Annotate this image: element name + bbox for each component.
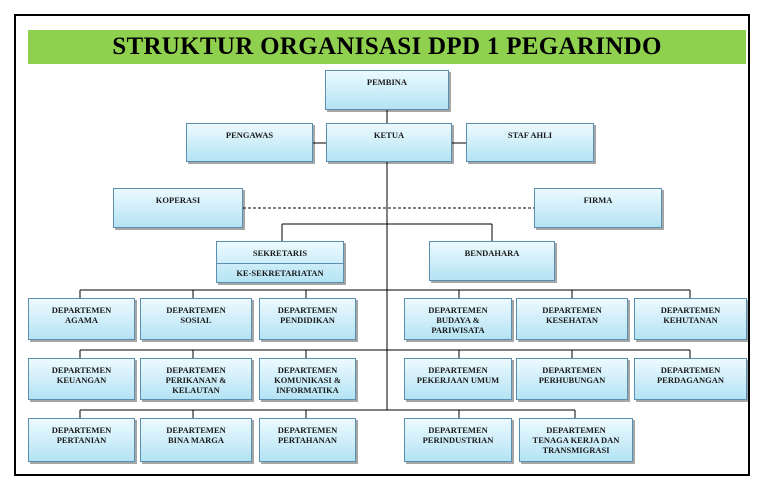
dept-label-line: PERINDUSTRIAN (422, 435, 494, 445)
box-sekretaris: SEKRETARIS KE-SEKRETARIATAN (216, 241, 344, 283)
dept-label-line: PERIKANAN & (165, 375, 227, 385)
dept-label-line: PERDAGANGAN (656, 375, 725, 385)
dept-label-line: PERHUBUNGAN (538, 375, 606, 385)
dept-label-line: PEKERJAAN UMUM (416, 375, 500, 385)
dept-label-line: DEPARTEMEN (277, 425, 338, 435)
dept-label-line: KEUANGAN (56, 375, 107, 385)
box-pengawas: PENGAWAS (186, 123, 313, 162)
dept-label-line: BINA MARGA (168, 435, 224, 445)
dept-label-line: DEPARTEMEN (542, 305, 602, 315)
dept-label-line: SOSIAL (180, 315, 212, 325)
dept-label-line: KELAUTAN (172, 385, 220, 395)
box-ketua: KETUA (326, 123, 452, 162)
dept-label-line: DEPARTEMEN (660, 305, 721, 315)
dept-label-line: PERTAHANAN (277, 435, 338, 445)
label-pengawas: PENGAWAS (225, 130, 274, 140)
dept-label-line: AGAMA (64, 315, 99, 325)
dept-label-line: BUDAYA & (436, 315, 480, 325)
dept-label-line: PARIWISATA (431, 325, 485, 335)
dept-label-line: PENDIDIKAN (280, 315, 335, 325)
dept-label-line: DEPARTEMEN (542, 365, 602, 375)
dept-label-line: TRANSMIGRASI (542, 445, 610, 455)
dept-label-line: KESEHATAN (545, 315, 599, 325)
dept-label-line: KEHUTANAN (663, 315, 718, 325)
dept-label-line: DEPARTEMEN (166, 425, 226, 435)
box-pembina: PEMBINA (325, 70, 449, 110)
label-pembina: PEMBINA (366, 77, 408, 87)
dept-label-line: DEPARTEMEN (166, 365, 226, 375)
label-koperasi: KOPERASI (155, 195, 201, 205)
dept-label-line: TENAGA KERJA DAN (532, 435, 620, 445)
dept-label-line: INFORMATIKA (276, 385, 339, 395)
dept-label-line: DEPARTEMEN (166, 305, 226, 315)
box-firma: FIRMA (534, 188, 662, 228)
label-kesekretariatan: KE-SEKRETARIATAN (217, 263, 343, 278)
dept-label-line: DEPARTEMEN (277, 365, 338, 375)
box-staf-ahli: STAF AHLI (466, 123, 594, 162)
label-staf-ahli: STAF AHLI (507, 130, 553, 140)
dept-label-line: DEPARTEMEN (660, 365, 721, 375)
dept-label-line: DEPARTEMEN (546, 425, 606, 435)
label-firma: FIRMA (583, 195, 613, 205)
label-sekretaris: SEKRETARIS (252, 248, 308, 258)
dept-label-line: DEPARTEMEN (51, 425, 112, 435)
dept-label-line: DEPARTEMEN (51, 365, 112, 375)
dept-label-line: KOMUNIKASI & (274, 375, 341, 385)
dept-label-line: DEPARTEMEN (428, 365, 488, 375)
label-bendahara: BENDAHARA (464, 248, 520, 258)
dept-label-line: DEPARTEMEN (428, 425, 488, 435)
box-koperasi: KOPERASI (113, 188, 243, 228)
dept-label-line: DEPARTEMEN (428, 305, 488, 315)
box-bendahara: BENDAHARA (429, 241, 555, 281)
label-ketua: KETUA (373, 130, 405, 140)
dept-label-line: PERTANIAN (56, 435, 107, 445)
chart-title: STRUKTUR ORGANISASI DPD 1 PEGARINDO (28, 30, 746, 64)
dept-label-line: DEPARTEMEN (51, 305, 112, 315)
dept-label-line: DEPARTEMEN (277, 305, 338, 315)
